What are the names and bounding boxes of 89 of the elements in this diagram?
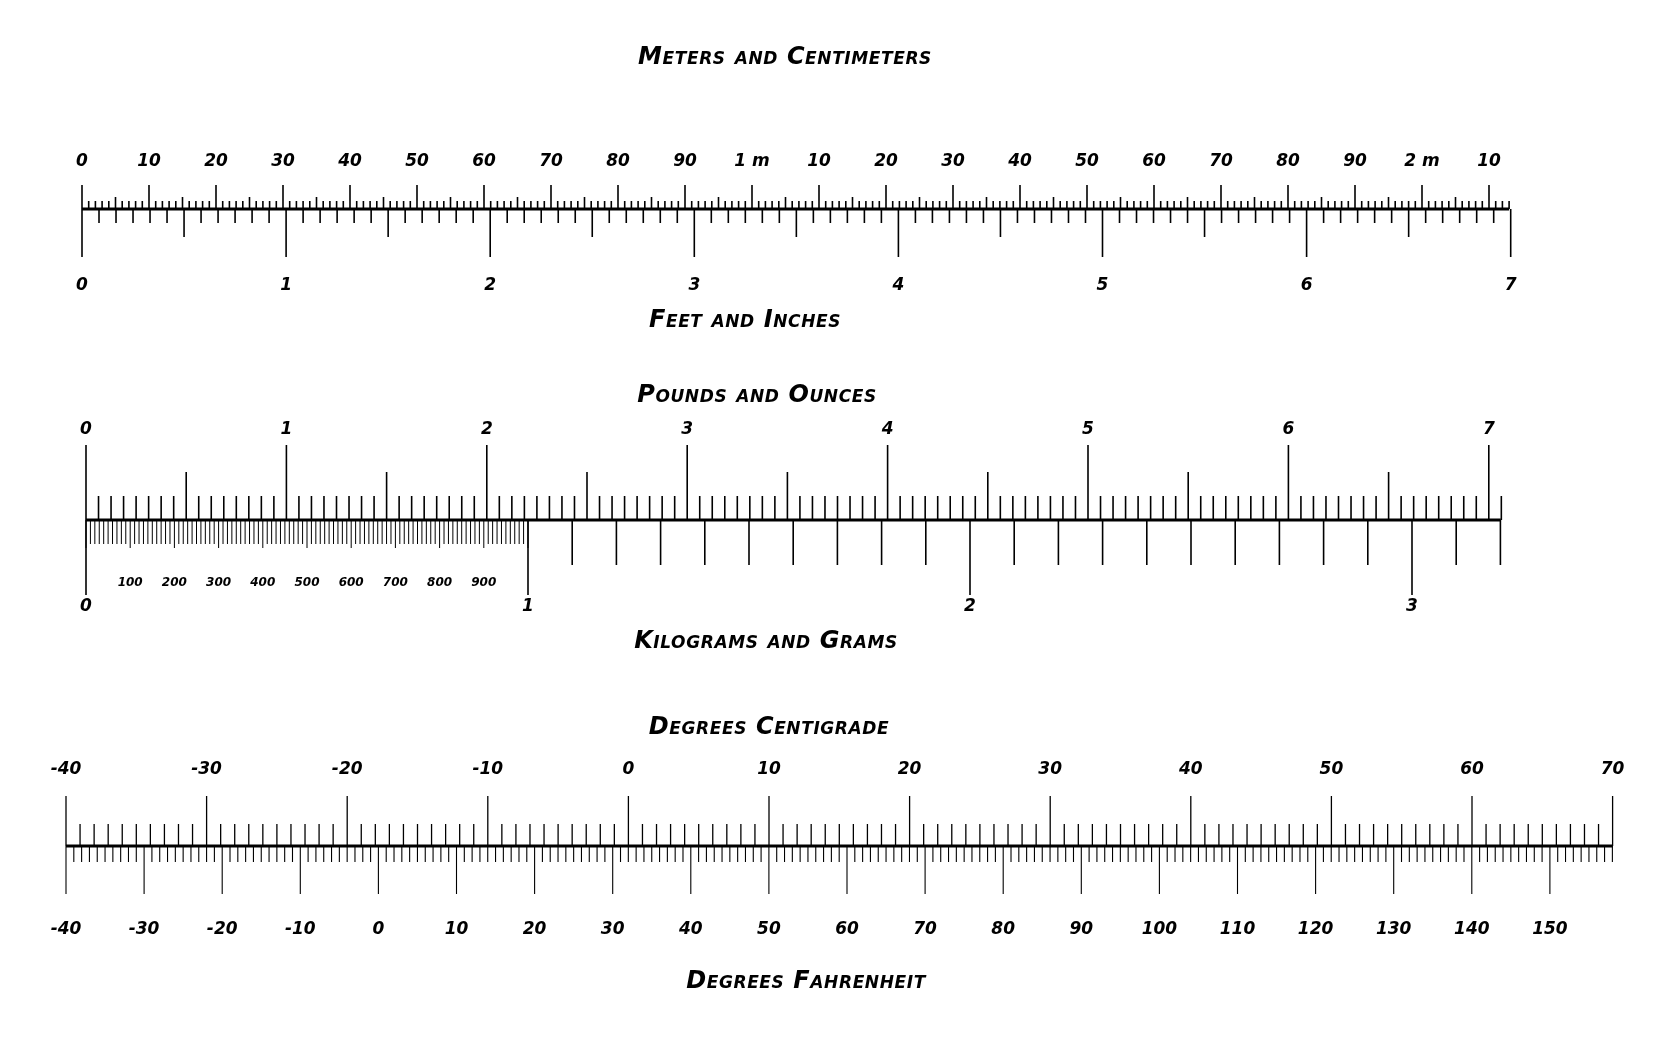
tick-label: 1 xyxy=(280,419,293,437)
tick-label: 1 m xyxy=(734,151,770,169)
tick-label: 130 xyxy=(1375,919,1412,937)
tick-label: 40 xyxy=(1008,151,1032,169)
tick-label: 700 xyxy=(382,576,408,588)
tick-label: 5 xyxy=(1096,275,1109,293)
tick-label: 60 xyxy=(1460,759,1484,777)
tick-label: 40 xyxy=(1178,759,1203,777)
tick-label: 20 xyxy=(522,919,547,937)
scale-title: Feet and Inches xyxy=(648,307,842,331)
tick-label: 30 xyxy=(271,151,295,169)
tick-label: 300 xyxy=(206,576,232,588)
tick-label: 4 xyxy=(892,275,905,293)
tick-label: -40 xyxy=(50,759,82,777)
tick-label: 60 xyxy=(1142,151,1166,169)
tick-label: 200 xyxy=(161,576,187,588)
tick-label: 2 xyxy=(484,275,497,293)
scale-title: Pounds and Ounces xyxy=(637,382,877,406)
tick-label: 20 xyxy=(204,151,228,169)
scale-title: Kilograms and Grams xyxy=(634,628,898,652)
tick-label: -30 xyxy=(191,759,222,777)
tick-label: 10 xyxy=(757,759,781,777)
tick-label: 90 xyxy=(1069,919,1094,937)
tick-label: 1 xyxy=(280,275,292,293)
tick-label: 900 xyxy=(471,576,497,588)
tick-label: -40 xyxy=(50,919,82,937)
tick-label: 90 xyxy=(1343,151,1367,169)
tick-label: 80 xyxy=(991,919,1015,937)
tick-label: 70 xyxy=(539,151,563,169)
tick-label: -20 xyxy=(331,759,363,777)
tick-label: 70 xyxy=(913,919,937,937)
tick-label: 1 xyxy=(522,596,534,614)
tick-label: 140 xyxy=(1454,919,1490,937)
tick-label: 50 xyxy=(1319,759,1344,777)
tick-label: 110 xyxy=(1219,919,1256,937)
tick-label: 0 xyxy=(622,759,635,777)
tick-label: 150 xyxy=(1532,919,1568,937)
tick-label: 0 xyxy=(80,596,92,614)
scale-title: Degrees Centigrade xyxy=(648,714,890,738)
tick-label: 6 xyxy=(1300,275,1313,293)
tick-label: 80 xyxy=(606,151,630,169)
tick-label: 3 xyxy=(681,419,694,437)
tick-label: 4 xyxy=(881,419,894,437)
tick-label: 0 xyxy=(76,151,88,169)
tick-label: 70 xyxy=(1600,759,1625,777)
tick-label: 70 xyxy=(1209,151,1233,169)
tick-label: 30 xyxy=(1038,759,1062,777)
tick-label: 7 xyxy=(1482,419,1495,437)
tick-label: -10 xyxy=(472,759,504,777)
scale-title: Meters and Centimeters xyxy=(638,44,932,68)
tick-label: 60 xyxy=(835,919,859,937)
tick-label: 100 xyxy=(1141,919,1178,937)
tick-label: -20 xyxy=(206,919,238,937)
tick-label: 100 xyxy=(117,576,143,588)
tick-label: 120 xyxy=(1297,919,1334,937)
tick-label: 2 xyxy=(964,596,976,614)
tick-label: 7 xyxy=(1504,275,1517,293)
tick-label: 30 xyxy=(941,151,965,169)
tick-label: 40 xyxy=(338,151,362,169)
tick-label: 500 xyxy=(294,576,320,588)
tick-label: 400 xyxy=(250,576,276,588)
tick-label: 0 xyxy=(76,275,88,293)
tick-label: 40 xyxy=(678,919,703,937)
tick-label: 0 xyxy=(372,919,385,937)
tick-label: 0 xyxy=(80,419,92,437)
tick-label: 3 xyxy=(1406,596,1418,614)
tick-label: 50 xyxy=(757,919,781,937)
tick-label: 60 xyxy=(472,151,496,169)
scale-title: Degrees Fahrenheit xyxy=(686,968,926,992)
tick-label: 5 xyxy=(1082,419,1094,437)
tick-label: 50 xyxy=(1075,151,1099,169)
tick-label: 10 xyxy=(1477,151,1501,169)
tick-label: 800 xyxy=(427,576,453,588)
tick-label: 10 xyxy=(444,919,469,937)
tick-label: -10 xyxy=(284,919,316,937)
tick-label: 2 m xyxy=(1404,151,1440,169)
tick-label: 90 xyxy=(673,151,697,169)
tick-label: 30 xyxy=(600,919,625,937)
tick-label: -30 xyxy=(128,919,160,937)
tick-label: 20 xyxy=(897,759,922,777)
tick-label: 10 xyxy=(137,151,161,169)
tick-label: 3 xyxy=(688,275,701,293)
tick-label: 6 xyxy=(1282,419,1295,437)
tick-label: 600 xyxy=(338,576,364,588)
tick-label: 2 xyxy=(480,419,493,437)
tick-label: 50 xyxy=(405,151,429,169)
tick-label: 10 xyxy=(807,151,831,169)
tick-label: 80 xyxy=(1276,151,1300,169)
tick-label: 20 xyxy=(874,151,898,169)
